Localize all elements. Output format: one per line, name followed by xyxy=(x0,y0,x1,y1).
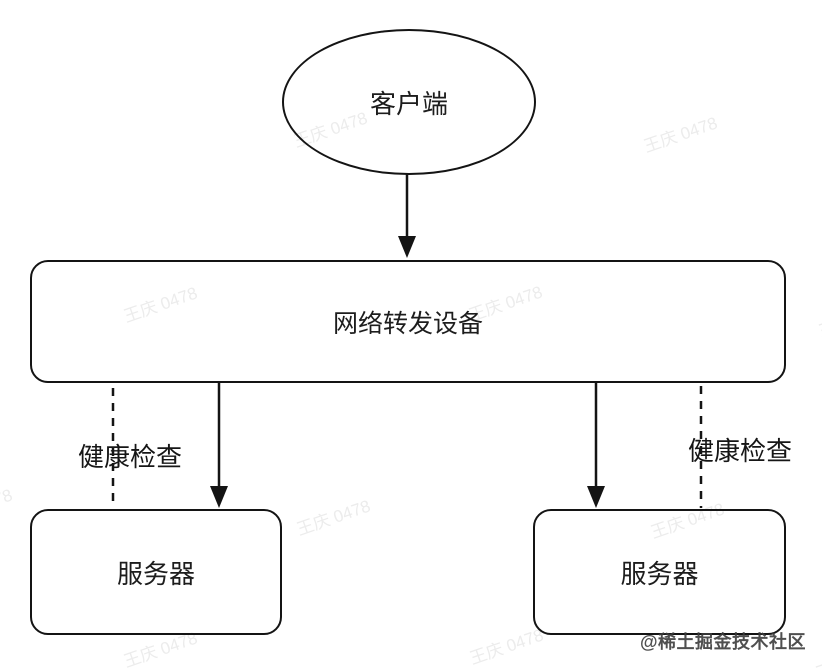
client-node-label: 客户端 xyxy=(369,88,448,119)
forwarder-to-left-server-arrowhead-icon xyxy=(210,486,228,508)
community-watermark: @稀土掘金技术社区 xyxy=(640,632,807,652)
server-node-left: 服务器 xyxy=(30,509,282,635)
server-node-left-label: 服务器 xyxy=(116,558,195,589)
client-node: 客户端 xyxy=(282,29,536,175)
forwarder-to-right-server-arrowhead-icon xyxy=(587,486,605,508)
health-check-label-right: 健康检查 xyxy=(688,436,793,466)
health-check-label-left: 健康检查 xyxy=(78,442,183,472)
forwarder-node-label: 网络转发设备 xyxy=(332,309,483,338)
server-node-right: 服务器 xyxy=(533,509,786,635)
server-node-right-label: 服务器 xyxy=(620,558,699,589)
client-to-forwarder-arrowhead-icon xyxy=(398,236,416,258)
forwarder-node: 网络转发设备 xyxy=(30,260,786,383)
